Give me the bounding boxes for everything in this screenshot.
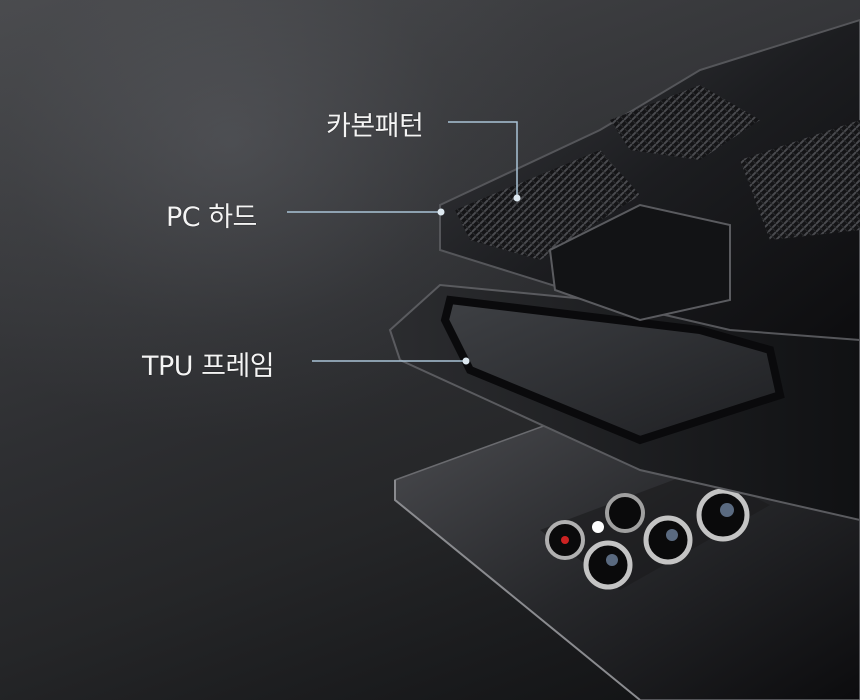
pc-hard-shell (439, 18, 860, 342)
callout-pc-hard: PC 하드 (166, 202, 257, 233)
callout-tpu-frame: TPU 프레임 (142, 351, 275, 382)
callout-carbon-pattern: 카본패턴 (326, 111, 424, 142)
callout-lines (287, 121, 521, 365)
tpu-frame (388, 283, 860, 522)
camera-lenses (540, 470, 770, 590)
